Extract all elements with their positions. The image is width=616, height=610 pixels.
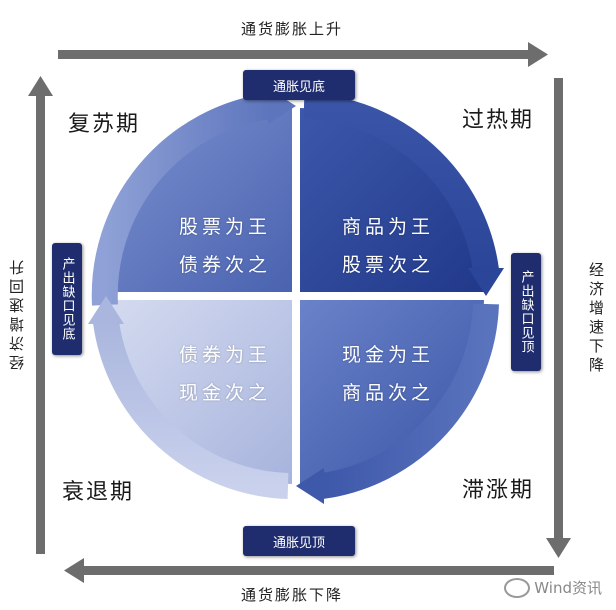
quadrant-text-bottom-right-line1: 现金为王 — [341, 344, 434, 366]
watermark-text: Wind资讯 — [534, 579, 602, 597]
tag-inflation-bottom: 通胀见底 — [243, 70, 355, 100]
quadrant-text-top-right-line2: 股票次之 — [341, 254, 434, 276]
quadrant-text-bottom-right: 现金为王 商品次之 — [318, 336, 458, 412]
quadrant-text-bottom-right-line2: 商品次之 — [341, 382, 434, 404]
tag-inflation-top: 通胀见顶 — [243, 526, 355, 556]
quadrant-text-top-left-line2: 债券次之 — [178, 254, 271, 276]
phase-label-recovery: 复苏期 — [68, 112, 141, 137]
quadrant-text-bottom-left-line2: 现金次之 — [178, 382, 271, 404]
tag-output-gap-bottom: 产出缺口见底 — [52, 243, 82, 355]
quadrant-text-bottom-left: 债券为王 现金次之 — [155, 336, 295, 412]
quadrant-text-top-right-line1: 商品为王 — [341, 216, 434, 238]
axis-label-top: 通货膨胀上升 — [241, 20, 344, 38]
watermark: Wind资讯 — [504, 577, 602, 598]
phase-label-stagflation: 滞涨期 — [462, 478, 535, 503]
phase-label-recession: 衰退期 — [62, 480, 135, 505]
cycle-ring-arrows — [88, 88, 504, 504]
axis-label-right: 经济增速下降 — [587, 262, 605, 376]
axis-label-left: 经济增速回升 — [8, 256, 26, 370]
quadrant-text-top-left-line1: 股票为王 — [178, 216, 271, 238]
axis-label-bottom: 通货膨胀下降 — [241, 586, 344, 604]
quadrant-wedges — [108, 108, 484, 484]
quadrant-text-top-left: 股票为王 债券次之 — [155, 208, 295, 284]
phase-label-overheat: 过热期 — [462, 108, 535, 133]
outer-arrows — [28, 42, 571, 583]
quadrant-text-top-right: 商品为王 股票次之 — [318, 208, 458, 284]
tag-output-gap-top: 产出缺口见顶 — [511, 253, 541, 371]
quadrant-text-bottom-left-line1: 债券为王 — [178, 344, 271, 366]
wechat-logo-icon — [504, 577, 531, 598]
